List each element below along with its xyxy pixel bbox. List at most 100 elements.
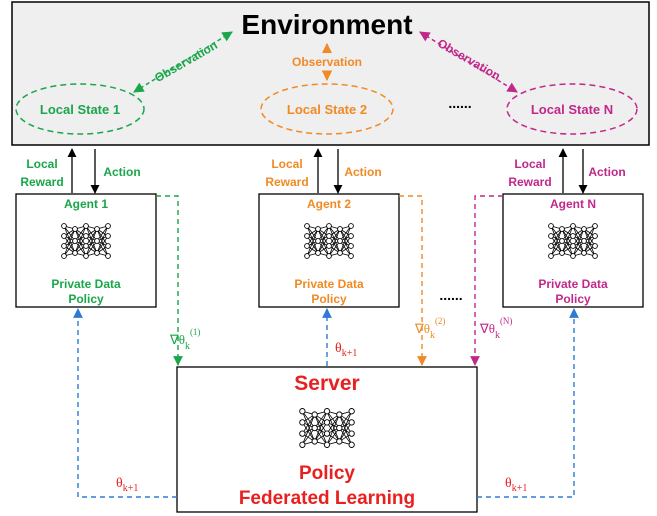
gradient-label-n: ∇θk(N) [479,316,512,341]
network-node [326,223,332,229]
network-node [83,253,89,259]
network-edge [314,422,328,442]
network-node [105,233,111,239]
network-node [315,238,321,244]
network-edge [339,228,352,247]
network-edge [550,225,563,242]
network-edge [550,228,563,247]
network-node [304,233,310,239]
network-node [337,238,343,244]
network-edge [96,240,109,257]
environment-title: Environment [241,9,412,40]
network-edge [314,414,328,434]
network-edge [63,235,76,254]
network-edge [583,228,596,257]
agent-2-box [258,193,400,308]
network-node [61,233,67,239]
gradient-label-2: ∇θk(2) [414,316,445,341]
network-node [348,223,354,229]
agent-1-network-icon [61,223,111,259]
local-state-2-label: Local State 2 [287,102,367,117]
network-node [570,253,576,259]
agent-2-action-label: Action [344,165,381,179]
network-edge [572,235,585,254]
network-edge [85,225,98,254]
agent-n-box [502,193,644,308]
network-node [337,250,343,256]
local-state-2-ellipse [260,83,394,135]
network-edge [74,240,87,257]
network-edge [550,228,563,257]
agent-2-reward-label-line2: Reward [265,175,308,189]
network-edge [572,228,585,247]
network-edge [583,225,596,254]
network-node [336,438,343,445]
network-node [94,226,100,232]
network-edge [306,228,319,257]
network-node [592,243,598,249]
network-node [83,243,89,249]
network-edge [583,228,596,247]
network-node [94,238,100,244]
network-node [105,253,111,259]
agent-1-policy-label: Policy [68,292,104,306]
network-node [348,233,354,239]
network-edge [561,228,574,247]
network-edge [326,410,340,429]
network-edge [85,228,98,257]
network-node [581,226,587,232]
agent-n-reward-label-line2: Reward [508,175,551,189]
network-edge [561,235,574,254]
network-node [336,411,343,418]
network-edge [561,225,574,242]
network-edge [314,427,328,446]
agent-2-title: Agent 2 [307,197,351,211]
network-edge [74,228,87,257]
network-edge [338,410,352,429]
network-edge [326,427,340,446]
network-edge [74,225,87,242]
network-edge [326,422,340,442]
network-edge [306,225,319,254]
network-edge [63,240,76,257]
network-edge [550,240,563,257]
network-node [315,226,321,232]
gradient-label-1: ∇θk(1) [169,327,200,352]
theta-arrow-n [477,308,579,498]
network-edge [572,225,585,242]
network-node [94,250,100,256]
network-node [559,238,565,244]
network-edge [63,228,76,247]
network-edge [302,410,316,429]
network-edge [326,411,340,442]
network-edge [338,414,352,434]
network-edge [583,225,596,242]
network-edge [328,228,341,257]
network-edge [85,228,98,247]
network-node [61,223,67,229]
network-edge [338,422,352,442]
agent-1-data-label: Private Data [51,277,121,291]
local-state-n-ellipse [506,83,638,135]
network-node [105,223,111,229]
gradient-arrow-n [470,195,503,366]
network-edge [63,225,76,242]
network-node [348,441,355,448]
network-node [299,408,306,415]
network-edge [301,414,316,445]
network-node [559,250,565,256]
network-edge [338,414,353,445]
network-edge [317,225,330,242]
network-node [570,243,576,249]
network-node [299,419,306,426]
server-network-icon [299,408,355,448]
gradient-arrow-1 [156,195,183,366]
network-edge [550,235,563,254]
theta-label-n: θk+1 [505,476,527,494]
network-edge [317,228,330,257]
network-edge [306,240,319,257]
network-edge [85,240,98,257]
agent-2-network-icon [304,223,354,259]
network-edge [328,225,341,254]
